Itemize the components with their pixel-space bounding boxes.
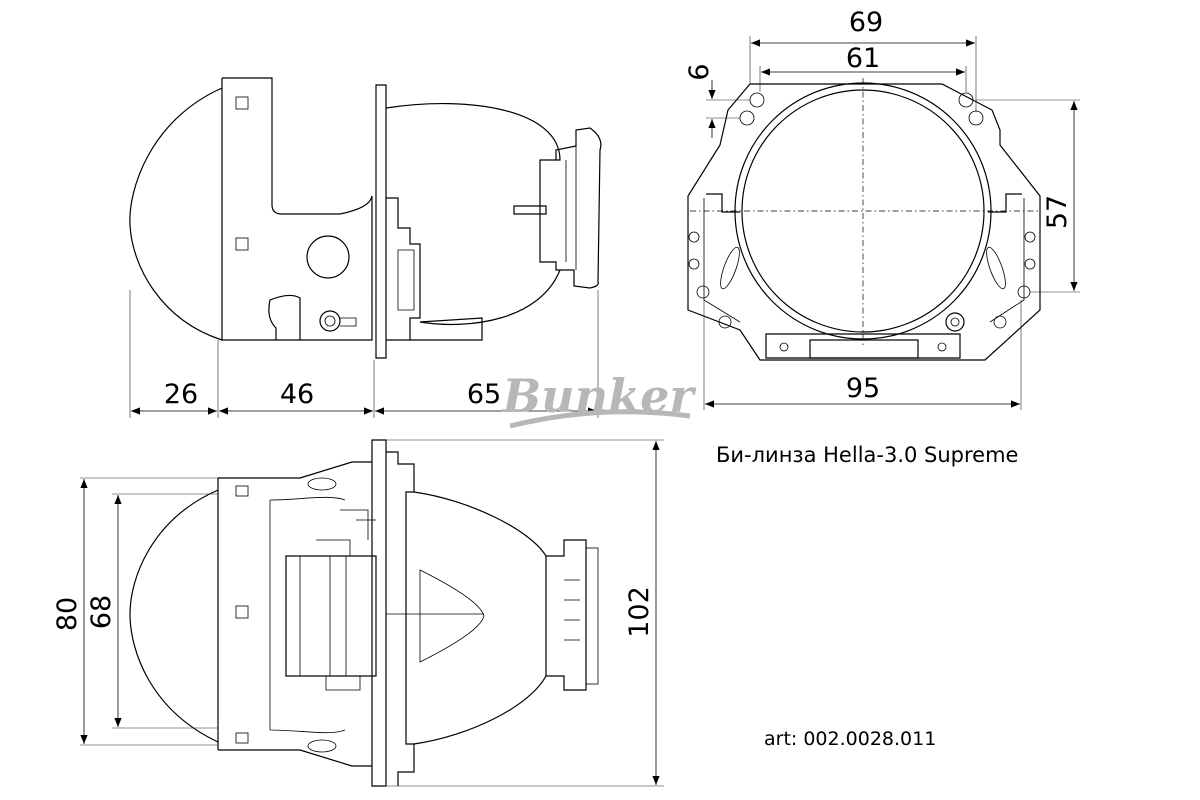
top-flange xyxy=(371,439,387,787)
front-hole xyxy=(718,315,732,329)
front-hole xyxy=(739,110,755,126)
top-connector xyxy=(545,539,587,691)
front-flange-outline xyxy=(687,83,1041,361)
drawing-title: Би-линза Hella-3.0 Supreme xyxy=(716,443,1018,467)
front-solenoid xyxy=(945,312,965,332)
front-hole xyxy=(688,258,700,270)
dim-hole-spacing: 57 xyxy=(1042,195,1073,229)
side-clip-top xyxy=(235,96,249,110)
side-hole xyxy=(306,235,350,279)
front-hole xyxy=(688,231,700,243)
article-number: art: 002.0028.011 xyxy=(764,728,936,750)
side-lens-dome xyxy=(129,87,223,341)
dim-outer-width: 69 xyxy=(849,7,883,38)
dim-rear: 65 xyxy=(467,379,501,410)
side-view xyxy=(129,77,602,359)
front-view xyxy=(687,78,1041,361)
dim-outer-height: 80 xyxy=(52,597,83,631)
front-hole xyxy=(968,110,984,126)
front-hole xyxy=(1024,231,1036,243)
dim-flange-width: 95 xyxy=(846,373,880,404)
bunker-logo: Bunker xyxy=(500,369,697,429)
top-view xyxy=(129,439,599,787)
side-shaft xyxy=(513,205,547,215)
front-bottom-bar xyxy=(765,333,961,359)
top-lens-dome xyxy=(129,489,219,743)
front-hole xyxy=(958,92,974,108)
dim-hole-offset: 6 xyxy=(684,63,715,80)
top-view-dimensions: 80 68 102 xyxy=(52,439,664,787)
side-flange xyxy=(375,84,387,359)
front-hole xyxy=(749,92,765,108)
side-view-dimensions: 26 46 65 xyxy=(129,290,599,418)
dim-inner-width: 61 xyxy=(846,43,880,74)
front-hole xyxy=(993,315,1007,329)
dim-lens-height: 68 xyxy=(86,595,117,629)
front-hole xyxy=(1024,258,1036,270)
side-clip-mid xyxy=(235,237,249,251)
front-hole xyxy=(696,285,710,299)
top-solenoid-block xyxy=(285,555,377,677)
dim-middle: 46 xyxy=(280,379,314,410)
dim-front: 26 xyxy=(164,379,198,410)
side-lens-holder xyxy=(221,77,373,341)
top-lens-holder xyxy=(217,461,372,767)
front-view-dimensions: 69 61 6 57 95 xyxy=(684,7,1080,410)
dim-total-length: 102 xyxy=(624,586,655,638)
top-projector-body xyxy=(413,491,547,745)
side-solenoid xyxy=(319,310,341,332)
side-connector xyxy=(539,127,602,289)
